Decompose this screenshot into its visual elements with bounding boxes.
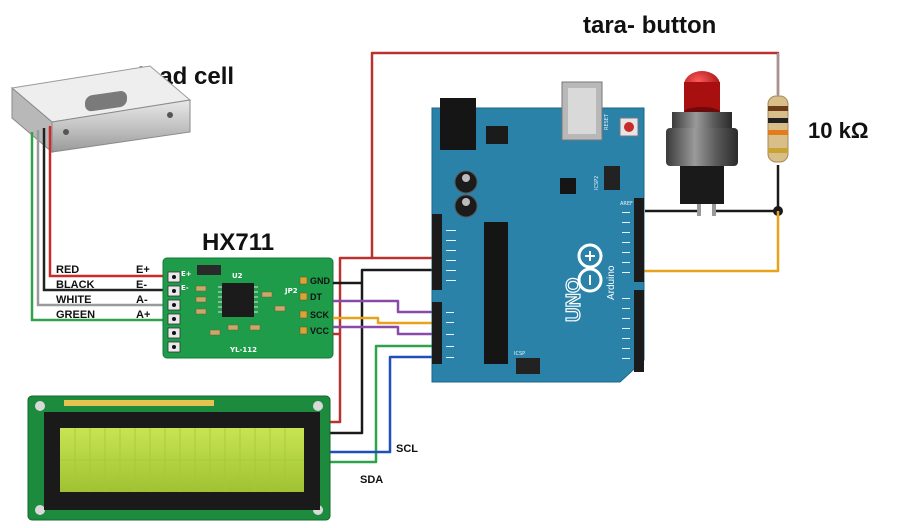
sda-label: SDA [360,474,383,486]
tara-push-button [666,71,738,216]
hx711-silk-eminus: E- [181,284,189,292]
load-cell-wire-labels: RED E+ BLACK E- WHITE A- GREEN A+ [56,264,150,321]
wire-dt [333,299,434,314]
wire-white [36,130,178,307]
wire-label-green: GREEN [56,309,95,321]
icsp-silk: ICSP [514,351,525,357]
wire-label-white: WHITE [56,294,91,306]
hx711-pin-sck: SCK [310,310,330,320]
wire-scl [330,355,434,454]
arduino-model-silk: UNO [563,278,585,322]
wire-pin8 [633,211,780,273]
icsp2-silk: ICSP2 [594,176,600,190]
lcd-display-module [27,395,331,521]
load-cell-wires [30,126,178,322]
hx711-pin-gnd: GND [310,276,331,286]
hx711-title: HX711 [202,229,274,256]
pin-label-aminus: A- [136,294,148,306]
hx711-jumper-label: JP2 [284,287,298,295]
resistor-value-label: 10 kΩ [808,118,868,143]
scl-label: SCL [396,443,418,455]
pin-label-eminus: E- [136,279,147,291]
hx711-pin-dt: DT [310,292,322,302]
analog-header [432,302,442,364]
wire-label-red: RED [56,264,79,276]
hx711-chip-label: U2 [232,272,243,280]
hx711-model-label: YL-112 [229,346,257,354]
power-header [432,214,442,290]
wire-red [48,126,178,278]
wire-sda [330,344,434,464]
wire-black [42,128,178,292]
atmega-chip [484,222,508,364]
tara-button-title: tara- button [583,12,716,39]
digital-header-low [634,290,644,372]
hx711-silk-eplus: E+ [181,270,192,278]
power-jack [440,98,476,150]
wire-green [30,132,178,322]
wire-label-black: BLACK [56,279,95,291]
resistor-10k [767,53,789,163]
arduino-logo [577,243,603,293]
load-cell [10,65,192,154]
wire-vcc-lcd [330,256,372,424]
digital-header-high [634,198,644,282]
wire-gnd-lcd [330,268,434,435]
reset-silk: RESET [604,113,610,130]
pin-label-eplus: E+ [136,264,150,276]
hx711-pin-vcc: VCC [310,326,330,336]
arduino-brand-silk: Arduino [606,265,617,300]
arduino-uno-board: RESET ICSP2 ICSP Arduino UNO [431,81,645,383]
wire-sck [333,316,434,325]
button-nut [666,128,738,166]
pin-label-aplus: A+ [136,309,150,321]
aref-silk: AREF [620,201,633,207]
hx711-board: E+ E- U2 JP2 YL-112 GND DT SCK [162,257,334,359]
wire-button-resistor [716,165,780,213]
hx711-chip [222,283,254,317]
